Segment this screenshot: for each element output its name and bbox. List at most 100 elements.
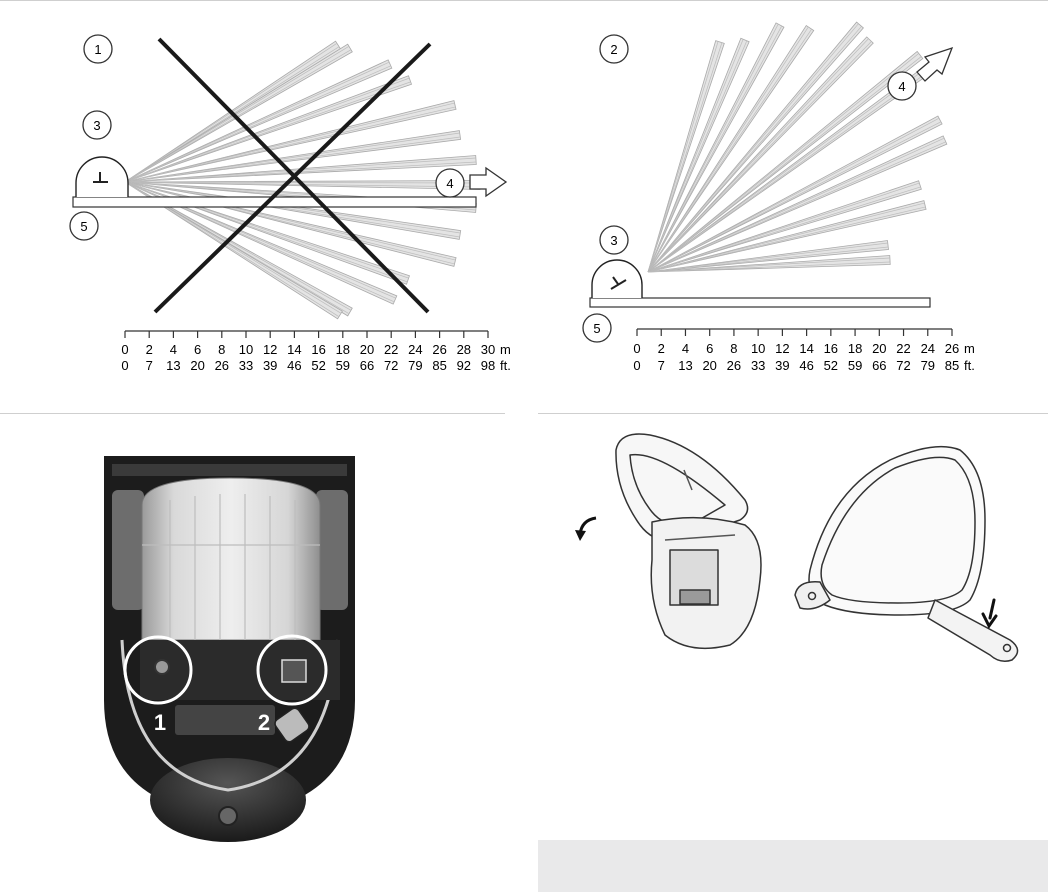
scale-label-m-2: 2 xyxy=(658,341,665,356)
scale-label-ft-26: 26 xyxy=(215,358,229,373)
closed-housing-drawing xyxy=(795,447,1018,662)
direction-arrow xyxy=(470,168,506,196)
scale-label-ft-20: 20 xyxy=(702,358,716,373)
diagram-correct-mounting: 2 3 4 5 0 2 4 6 8 10 12 14 16 18 20 22 2… xyxy=(530,0,1048,405)
scale-label-m-16: 16 xyxy=(824,341,838,356)
scale-label-m-26: 26 xyxy=(945,341,959,356)
callout-label: 2 xyxy=(610,42,617,57)
lens-cylinder xyxy=(142,478,320,640)
scale-label-m-4: 4 xyxy=(682,341,689,356)
scale-label-m-0: 0 xyxy=(633,341,640,356)
scale-ticks xyxy=(637,329,952,336)
detection-beams xyxy=(648,22,947,272)
callout-label: 4 xyxy=(898,79,905,94)
scale-label-ft-39: 39 xyxy=(263,358,277,373)
mounting-surface xyxy=(73,197,476,207)
callout-label: 5 xyxy=(593,321,600,336)
scale-label-ft-85: 85 xyxy=(432,358,446,373)
scale-label-ft-79: 79 xyxy=(408,358,422,373)
direction-arrow xyxy=(917,48,952,81)
scale-label-m-26: 26 xyxy=(432,342,446,357)
scale-label-m-8: 8 xyxy=(730,341,737,356)
housing-drawings xyxy=(560,425,1048,665)
adjust-screw xyxy=(155,660,169,674)
scale-label-ft-92: 92 xyxy=(457,358,471,373)
scale-label-m-14: 14 xyxy=(799,341,813,356)
scale-label-m-14: 14 xyxy=(287,342,301,357)
scale-label-m-2: 2 xyxy=(146,342,153,357)
scale-label-m-20: 20 xyxy=(872,341,886,356)
scale-label-ft-7: 7 xyxy=(658,358,665,373)
divider-left xyxy=(0,413,505,414)
marker-label-1: 1 xyxy=(154,710,166,735)
scale-unit-ft: ft. xyxy=(500,358,511,373)
scale-label-ft-39: 39 xyxy=(775,358,789,373)
push-arrow-icon xyxy=(983,600,996,626)
scale-unit-ft: ft. xyxy=(964,358,975,373)
detection-beams xyxy=(125,41,480,319)
scale-label-ft-0: 0 xyxy=(121,358,128,373)
scale-label-m-24: 24 xyxy=(408,342,422,357)
callout-label: 5 xyxy=(80,219,87,234)
callout-label: 4 xyxy=(446,176,453,191)
scale-label-m-20: 20 xyxy=(360,342,374,357)
scale-label-m-28: 28 xyxy=(457,342,471,357)
scale-label-ft-46: 46 xyxy=(799,358,813,373)
rotate-arrow-head xyxy=(575,530,586,541)
bracket-left xyxy=(112,490,144,610)
scale-label-ft-33: 33 xyxy=(751,358,765,373)
scale-label-m-6: 6 xyxy=(194,342,201,357)
scale-label-ft-20: 20 xyxy=(190,358,204,373)
detector-dome xyxy=(76,157,128,197)
scale-label-ft-59: 59 xyxy=(336,358,350,373)
diagram-incorrect-mounting: 1 3 4 5 0 2 4 6 8 10 12 14 16 18 20 22 2… xyxy=(0,0,520,405)
tamper-switch xyxy=(282,660,306,682)
scale-label-ft-72: 72 xyxy=(896,358,910,373)
detector-photo: 1 2 xyxy=(100,452,360,847)
scale-label-m-30: 30 xyxy=(481,342,495,357)
distance-scale: 0 2 4 6 8 10 12 14 16 18 20 22 24 26 m 0… xyxy=(633,329,974,373)
label-strip xyxy=(112,464,347,476)
scale-label-ft-85: 85 xyxy=(945,358,959,373)
scale-label-m-10: 10 xyxy=(239,342,253,357)
scale-label-ft-26: 26 xyxy=(727,358,741,373)
scale-label-ft-79: 79 xyxy=(921,358,935,373)
scale-label-ft-52: 52 xyxy=(824,358,838,373)
screw-bottom xyxy=(219,807,237,825)
scale-label-ft-72: 72 xyxy=(384,358,398,373)
scale-label-m-12: 12 xyxy=(775,341,789,356)
scale-label-ft-46: 46 xyxy=(287,358,301,373)
callout-label: 1 xyxy=(94,42,101,57)
scale-unit-m: m xyxy=(500,342,511,357)
marker-label-2: 2 xyxy=(258,710,270,735)
scale-label-ft-0: 0 xyxy=(633,358,640,373)
distance-scale: 0 2 4 6 8 10 12 14 16 18 20 22 24 26 28 … xyxy=(121,331,510,373)
scale-label-ft-66: 66 xyxy=(360,358,374,373)
scale-label-ft-13: 13 xyxy=(678,358,692,373)
scale-label-m-8: 8 xyxy=(218,342,225,357)
detector-dome xyxy=(592,260,642,298)
scale-label-m-22: 22 xyxy=(384,342,398,357)
scale-label-m-0: 0 xyxy=(121,342,128,357)
scale-label-m-10: 10 xyxy=(751,341,765,356)
scale-label-m-6: 6 xyxy=(706,341,713,356)
opened-housing-drawing xyxy=(616,434,761,648)
scale-label-m-16: 16 xyxy=(311,342,325,357)
circuit-base xyxy=(140,640,340,700)
scale-label-m-4: 4 xyxy=(170,342,177,357)
scale-label-m-22: 22 xyxy=(896,341,910,356)
scale-label-m-12: 12 xyxy=(263,342,277,357)
scale-label-ft-59: 59 xyxy=(848,358,862,373)
scale-ticks xyxy=(125,331,488,338)
callout-label: 3 xyxy=(610,233,617,248)
scale-label-ft-33: 33 xyxy=(239,358,253,373)
scale-label-ft-98: 98 xyxy=(481,358,495,373)
scale-label-ft-66: 66 xyxy=(872,358,886,373)
bottom-panel xyxy=(538,840,1048,892)
scale-unit-m: m xyxy=(964,341,975,356)
divider-right xyxy=(538,413,1048,414)
beam-hatch xyxy=(648,24,858,272)
scale-label-ft-7: 7 xyxy=(146,358,153,373)
beam-hatch xyxy=(648,26,862,272)
